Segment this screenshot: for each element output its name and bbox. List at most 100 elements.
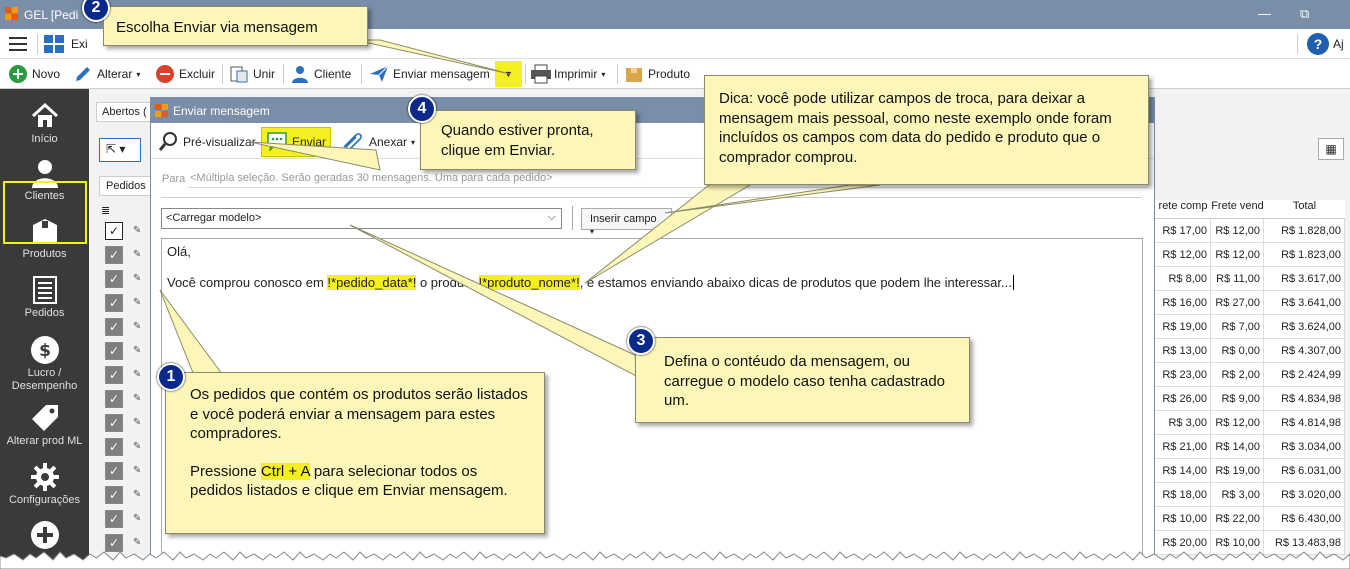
row-checkbox[interactable]: ✓ (105, 462, 123, 480)
template-select[interactable]: <Carregar modelo> ⌵ (161, 208, 562, 229)
imprimir-button[interactable]: Imprimir ▾ (530, 62, 605, 86)
pencil-icon[interactable]: ✎ (133, 489, 142, 500)
produto-button[interactable]: Produto (624, 62, 690, 86)
pencil-icon[interactable]: ✎ (133, 297, 142, 308)
callout-tip-text: Dica: você pode utilizar campos de troca… (719, 90, 1112, 166)
nav-clientes[interactable]: Clientes (0, 158, 89, 202)
pencil-icon[interactable]: ✎ (133, 273, 142, 284)
exibir-menu[interactable]: Exi (71, 37, 88, 51)
tab-abertos[interactable]: Abertos ( (96, 102, 153, 122)
pencil-icon[interactable]: ✎ (133, 441, 142, 452)
keyboard-shortcut: Ctrl + A (260, 462, 310, 480)
pencil-icon[interactable]: ✎ (133, 249, 142, 260)
divider (161, 197, 1141, 198)
row-checkbox[interactable]: ✓ (105, 318, 123, 336)
merge-field-product: !*produto_nome*! (478, 275, 580, 290)
pencil-icon[interactable]: ✎ (133, 513, 142, 524)
row-checkbox[interactable]: ✓ (105, 342, 123, 360)
table-cell: R$ 12,00 (1211, 218, 1264, 243)
pencil-icon[interactable]: ✎ (133, 465, 142, 476)
hamburger-menu-icon[interactable] (9, 37, 27, 51)
nav-add[interactable] (0, 520, 89, 552)
pencil-icon[interactable]: ✎ (133, 369, 142, 380)
nav-lucro[interactable]: $ Lucro / Desempenho (0, 335, 89, 393)
row-checkbox[interactable]: ✓ (105, 510, 123, 528)
row-checkbox[interactable]: ✓ (105, 294, 123, 312)
row-checkbox[interactable]: ✓ (105, 486, 123, 504)
preview-button[interactable]: Pré-visualizar (155, 129, 260, 155)
para-field[interactable]: <Múltipla seleção. Serão geradas 30 mens… (188, 170, 1148, 188)
unir-button[interactable]: Unir (229, 62, 275, 86)
table-cell: R$ 10,00 (1155, 506, 1211, 531)
nav-produtos[interactable]: Produtos (0, 216, 89, 260)
nav-alterar-prod[interactable]: Alterar prod ML (0, 403, 89, 447)
row-checkbox[interactable]: ✓ (105, 390, 123, 408)
box-icon (30, 216, 60, 246)
table-cell: R$ 27,00 (1211, 290, 1264, 315)
nav-configuracoes[interactable]: Configurações (0, 462, 89, 506)
row-checkbox[interactable]: ✓ (105, 534, 123, 552)
tab-pedidos[interactable]: Pedidos (99, 176, 153, 196)
callout-step-4: Quando estiver pronta, clique em Enviar. (420, 110, 636, 170)
home-icon (30, 101, 60, 131)
enviar-mensagem-label: Enviar mensagem (393, 67, 490, 81)
insert-field-button[interactable]: Inserir campo ▾ (581, 208, 672, 236)
row-checkbox[interactable]: ✓ (105, 366, 123, 384)
table-cell: R$ 11,00 (1211, 266, 1264, 291)
help-icon[interactable]: ? (1307, 33, 1329, 55)
pencil-icon[interactable]: ✎ (133, 345, 142, 356)
pencil-icon[interactable]: ✎ (133, 393, 142, 404)
restore-icon[interactable]: ⧉ (1300, 6, 1310, 21)
nav-inicio[interactable]: Início (0, 101, 89, 145)
novo-button[interactable]: Novo (8, 62, 60, 86)
pencil-icon[interactable]: ✎ (133, 321, 142, 332)
row-checkbox[interactable]: ✓ (105, 270, 123, 288)
table-cell: R$ 6.031,00 (1264, 458, 1345, 483)
pencil-icon[interactable]: ✎ (133, 225, 142, 236)
enviar-mensagem-button[interactable]: Enviar mensagem (369, 62, 490, 86)
table-cell: R$ 20,00 (1155, 530, 1211, 555)
row-checkbox[interactable]: ✓ (105, 246, 123, 264)
pencil-icon[interactable]: ✎ (133, 537, 142, 548)
col-frete-vend[interactable]: Frete vend (1211, 200, 1264, 212)
excluir-button[interactable]: Excluir (155, 62, 215, 86)
col-frete-comp[interactable]: rete comp (1158, 200, 1208, 212)
printer-icon (530, 64, 551, 84)
row-checkbox[interactable]: ✓ (105, 438, 123, 456)
help-menu-label[interactable]: Aj (1333, 37, 1344, 51)
row-checkbox[interactable]: ✓ (105, 414, 123, 432)
pencil-icon[interactable]: ✎ (133, 417, 142, 428)
minimize-icon[interactable]: — (1258, 6, 1271, 21)
table-cell: R$ 0,00 (1211, 338, 1264, 363)
delete-circle-icon (155, 64, 175, 84)
callout-step-2: Escolha Enviar via mensagem (103, 6, 368, 46)
col-total[interactable]: Total (1292, 200, 1317, 212)
user-icon (30, 158, 60, 188)
torn-edge-decoration (0, 551, 1350, 569)
attach-button[interactable]: Anexar ▾ (337, 129, 419, 155)
cliente-button[interactable]: Cliente (290, 62, 351, 86)
nav-pedidos[interactable]: Pedidos (0, 275, 89, 319)
selection-tool-dropdown[interactable]: ⇱ ▾ (99, 138, 141, 162)
alterar-button[interactable]: Alterar ▾ (73, 62, 140, 86)
callout-step-1-text: Pressione (190, 462, 261, 480)
layout-view-icon[interactable] (44, 35, 64, 53)
row-checkbox[interactable]: ✓ (105, 222, 123, 240)
grid-settings-icon[interactable]: ▦ (1318, 138, 1344, 160)
attach-label: Anexar (369, 135, 408, 149)
produto-label: Produto (648, 67, 691, 81)
